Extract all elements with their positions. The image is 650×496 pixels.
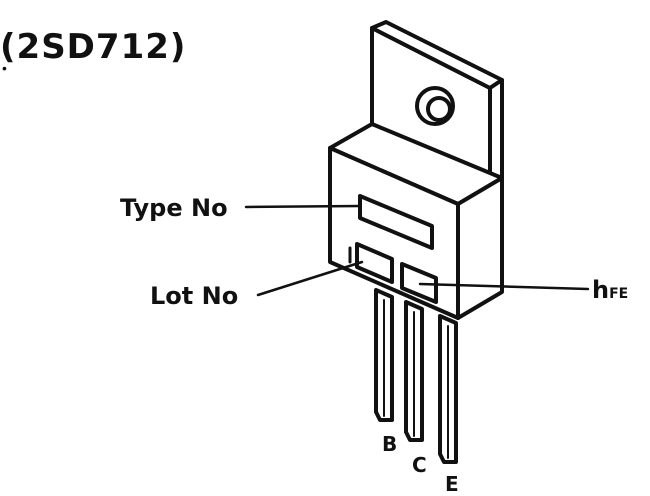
body-side-face	[456, 176, 504, 320]
pin-label-collector: C	[412, 453, 427, 477]
hfe-main-text: h	[592, 276, 610, 304]
lot-no-label: Lot No	[150, 282, 239, 310]
title-bullet: •	[2, 60, 7, 76]
type-marking-window	[358, 194, 434, 250]
leads	[374, 288, 458, 464]
mounting-hole-inner	[426, 96, 452, 122]
type-no-leader	[244, 204, 362, 209]
type-no-label: Type No	[120, 194, 228, 222]
part-number-title: (2SD712)	[0, 27, 187, 67]
mounting-tab	[370, 20, 504, 190]
package-body	[328, 122, 504, 320]
hfe-marking-window	[400, 262, 438, 304]
pin-label-emitter: E	[445, 472, 459, 496]
hfe-leader	[418, 282, 590, 291]
lot-no-leader	[256, 260, 364, 297]
pin-label-base: B	[382, 432, 398, 456]
hfe-subscript: FE	[609, 286, 629, 302]
hfe-label: hFE	[592, 278, 628, 302]
lot-marking-window	[355, 242, 394, 284]
leader-lines	[244, 204, 590, 297]
